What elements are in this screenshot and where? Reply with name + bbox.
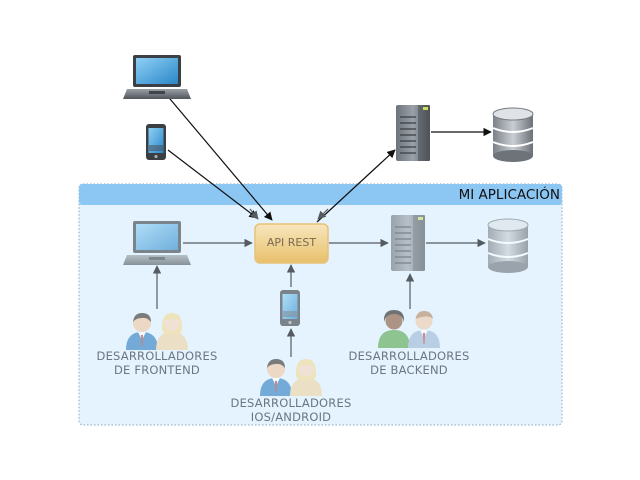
- mobile-label-line2: IOS/ANDROID: [250, 410, 332, 424]
- mobile-label-line1: DESARROLLADORES: [230, 396, 352, 410]
- app-region-header: [79, 184, 562, 205]
- inner-laptop-icon: [123, 221, 191, 265]
- frontend-group-label: DESARROLLADORES DE FRONTEND: [87, 349, 227, 377]
- backend-label-line1: DESARROLLADORES: [348, 349, 470, 363]
- inner-database-icon: [487, 218, 529, 274]
- api-rest-label: API REST: [266, 236, 317, 249]
- inner-smartphone-icon: [280, 290, 300, 326]
- server-icon: [395, 104, 431, 162]
- frontend-label-line2: DE FRONTEND: [114, 363, 200, 377]
- mobile-group-label: DESARROLLADORES IOS/ANDROID: [221, 396, 361, 424]
- laptop-icon: [123, 55, 191, 99]
- smartphone-icon: [146, 124, 166, 160]
- ext-arrow-left: [249, 208, 259, 220]
- phone-to-api-arrow: [167, 149, 258, 219]
- inner-server-icon: [390, 214, 426, 272]
- backend-label-line2: DE BACKEND: [370, 363, 448, 377]
- app-region: [78, 183, 563, 426]
- api-to-server-arrow: [316, 149, 396, 223]
- backend-group-label: DESARROLLADORES DE BACKEND: [339, 349, 479, 377]
- laptop-to-api-arrow: [164, 92, 273, 221]
- database-icon: [492, 107, 534, 163]
- ext-arrow-right: [317, 208, 329, 220]
- api-rest-box: [254, 223, 329, 264]
- app-region-title: MI APLICACIÓN: [458, 187, 560, 203]
- frontend-label-line1: DESARROLLADORES: [96, 349, 218, 363]
